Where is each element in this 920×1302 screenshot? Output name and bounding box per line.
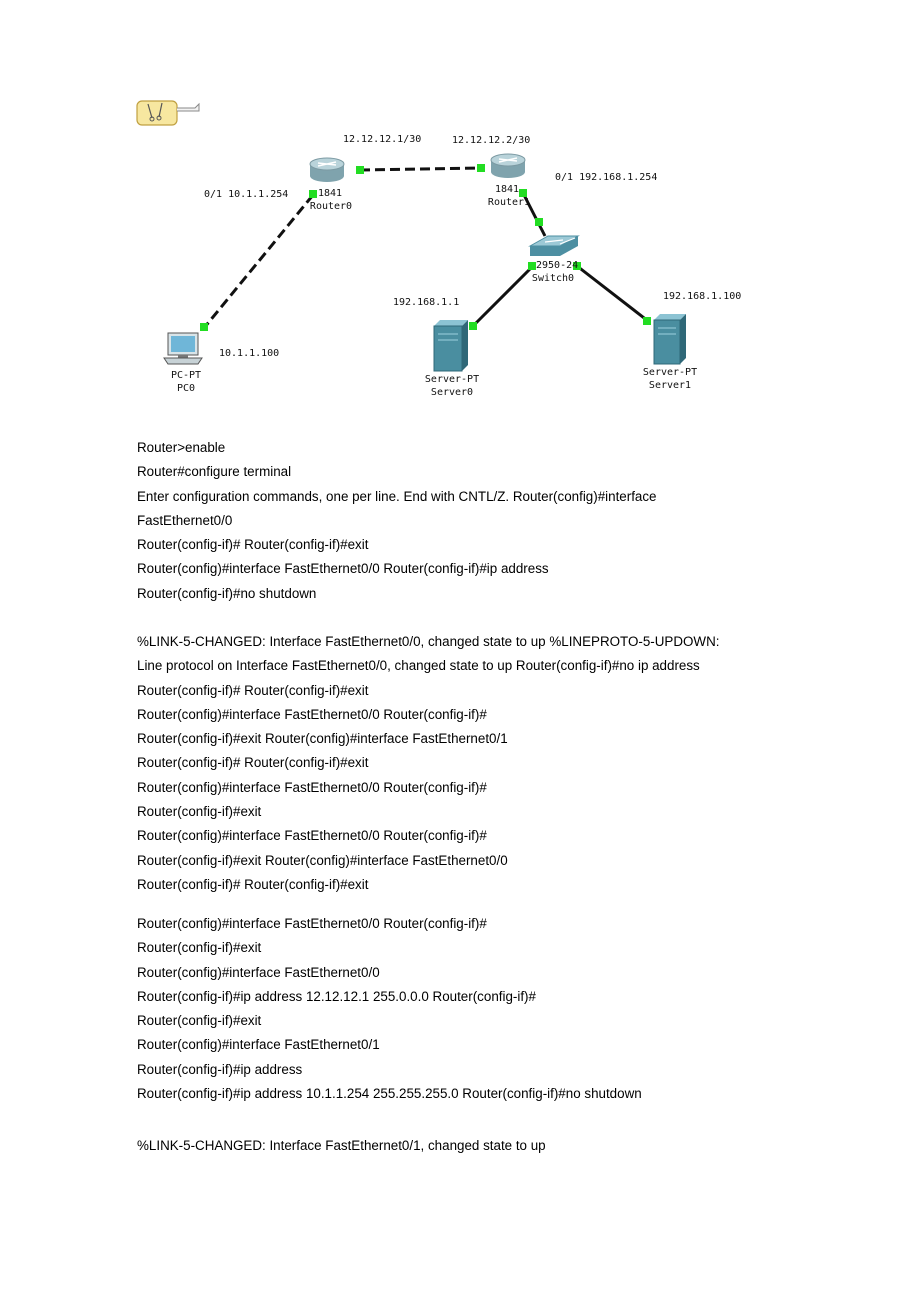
server0-icon [433,320,468,372]
note-tool-icon [136,100,200,126]
switch0-name-label: Switch0 [531,273,575,284]
console-block-2: %LINK-5-CHANGED: Interface FastEthernet0… [137,630,837,897]
console-line: Router(config)#interface FastEthernet0/0 [137,964,380,980]
link-router0-pc0 [200,190,317,331]
console-line: Enter configuration commands, one per li… [137,488,657,504]
console-line: Router(config-if)#ip address 10.1.1.254 … [137,1086,642,1102]
pc0-icon [163,332,203,365]
pc0-type-label: PC-PT [170,370,202,381]
router1-port-label: 0/1 192.168.1.254 [555,172,658,183]
router0-name-label: Router0 [309,201,353,212]
link-router0-router1 [356,164,485,174]
console-line: Router(config)#interface FastEthernet0/0… [137,916,487,931]
link-router1-switch0 [519,189,547,237]
console-line: Router#configure terminal [137,464,292,480]
topology-graphics [136,100,686,372]
console-line: Router(config-if)#exit [137,940,262,956]
console-line: Router(config)#interface FastEthernet0/0… [137,706,487,722]
console-line: %LINK-5-CHANGED: Interface FastEthernet0… [137,634,720,649]
console-line: Router(config)#interface FastEthernet0/0… [137,828,487,844]
router0-icon [309,157,345,182]
server1-icon [653,314,686,365]
console-line: Router(config-if)# Router(config-if)#exi… [137,682,369,698]
router1-name-label: Router1 [487,197,531,208]
server0-type-label: Server-PT [424,374,480,385]
console-block-1: Router>enable Router#configure terminal … [137,436,837,606]
console-line: FastEthernet0/0 [137,512,233,528]
router1-model-label: 1841 [495,184,520,195]
console-line: Router(config-if)# Router(config-if)#exi… [137,537,369,553]
console-line: Router(config)#interface FastEthernet0/0… [137,561,549,577]
router1-icon [490,153,526,178]
pc0-ip-label: 10.1.1.100 [219,348,280,359]
console-block-3: Router(config)#interface FastEthernet0/0… [137,912,837,1106]
console-block-4: %LINK-5-CHANGED: Interface FastEthernet0… [137,1134,837,1158]
server1-ip-label: 192.168.1.100 [663,291,742,302]
console-line: Line protocol on Interface FastEthernet0… [137,658,700,674]
console-line: Router(config-if)#exit Router(config)#in… [137,852,508,868]
router0-model-label: 1841 [318,188,343,199]
switch0-model-label: 2950-24 [536,260,579,271]
console-line: Router>enable [137,440,226,455]
console-line: Router(config-if)# Router(config-if)#exi… [137,755,369,771]
console-line: Router(config-if)#exit [137,1013,262,1029]
console-line: %LINK-5-CHANGED: Interface FastEthernet0… [137,1138,546,1153]
console-line: Router(config-if)#exit [137,804,262,820]
server1-type-label: Server-PT [642,367,698,378]
console-line: Router(config-if)#ip address [137,1061,303,1077]
console-line: Router(config-if)#ip address 12.12.12.1 … [137,988,536,1004]
console-line: Router(config)#interface FastEthernet0/1 [137,1037,380,1053]
switch0-icon [528,235,580,256]
console-line: Router(config-if)# Router(config-if)#exi… [137,876,369,892]
router1-link-ip-label: 12.12.12.2/30 [452,135,531,146]
network-topology-diagram: 12.12.12.1/30 12.12.12.2/30 0/1 10.1.1.2… [0,0,920,420]
router0-port-label: 0/1 10.1.1.254 [204,189,289,200]
console-line: Router(config)#interface FastEthernet0/0… [137,779,487,795]
pc0-name-label: PC0 [176,383,196,394]
server0-name-label: Server0 [430,387,474,398]
router0-link-ip-label: 12.12.12.1/30 [343,134,422,145]
link-switch0-server1 [573,262,651,325]
link-switch0-server0 [469,262,536,330]
console-line: Router(config-if)#no shutdown [137,585,317,601]
server0-ip-label: 192.168.1.1 [393,297,460,308]
server1-name-label: Server1 [648,380,692,391]
console-line: Router(config-if)#exit Router(config)#in… [137,731,508,747]
